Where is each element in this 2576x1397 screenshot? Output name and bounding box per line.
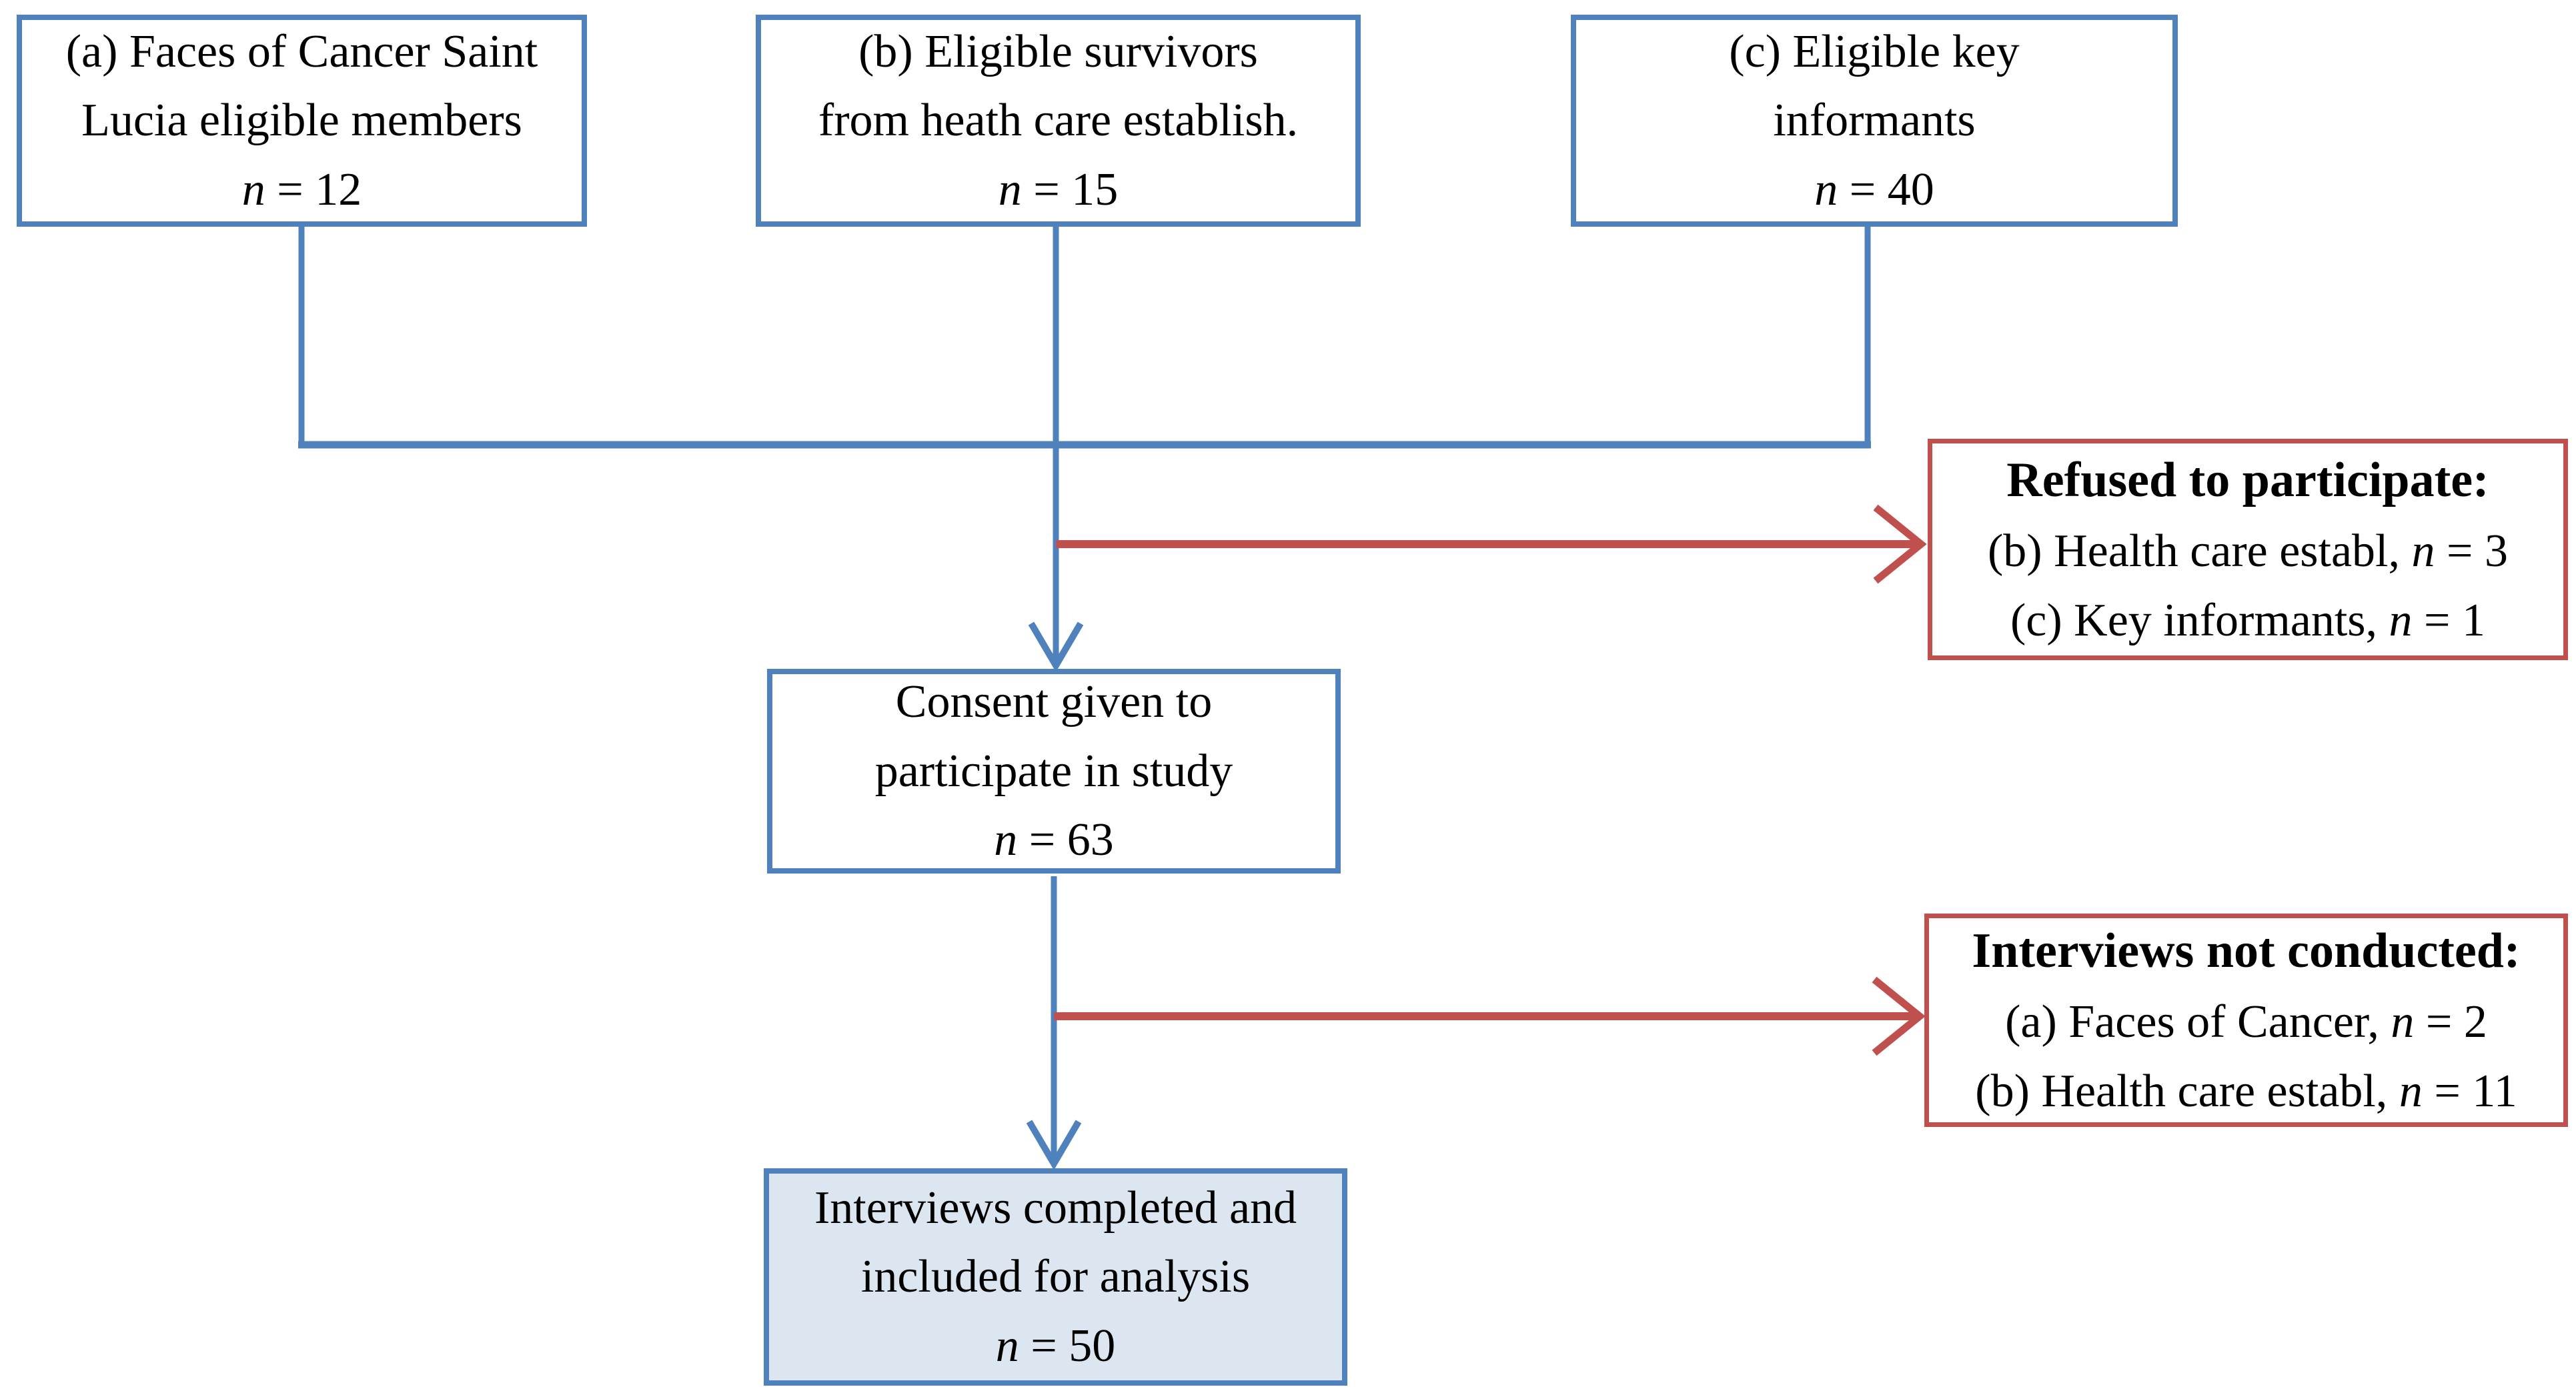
box-eligible-key-informants: (c) Eligible key informants n = 40 [1571, 15, 2178, 227]
box-refused-to-participate: Refused to participate: (b) Health care … [1928, 439, 2568, 660]
box-consent-given: Consent given to participate in study n … [767, 669, 1341, 874]
final-line2: included for analysis [860, 1251, 1251, 1303]
box-c-line1: (c) Eligible key [1729, 25, 2020, 77]
consent-line2: participate in study [874, 745, 1233, 797]
box-eligible-faces-of-cancer: (a) Faces of Cancer Saint Lucia eligible… [17, 15, 587, 227]
not-conducted-line-faces: (a) Faces of Cancer, n = 2 [2005, 996, 2487, 1048]
box-b-line1: (b) Eligible survivors [858, 25, 1258, 77]
box-eligible-survivors: (b) Eligible survivors from heath care e… [756, 15, 1361, 227]
box-interviews-completed: Interviews completed and included for an… [764, 1168, 1347, 1386]
box-c-line2: informants [1773, 95, 1976, 147]
box-b-line2: from heath care establish. [818, 95, 1299, 147]
refused-title: Refused to participate: [2006, 452, 2489, 507]
consent-line1: Consent given to [895, 676, 1213, 728]
not-conducted-line-health-care: (b) Health care establ, n = 11 [1975, 1065, 2517, 1117]
arrow-down-to-consent-icon [1028, 621, 1084, 672]
box-c-count: n = 40 [1814, 163, 1934, 215]
final-line1: Interviews completed and [814, 1182, 1297, 1234]
box-a-count: n = 12 [241, 163, 362, 215]
not-conducted-title: Interviews not conducted: [1972, 923, 2521, 978]
arrow-right-to-refused-icon [1056, 504, 1927, 584]
final-count: n = 50 [995, 1320, 1116, 1372]
box-a-line1: (a) Faces of Cancer Saint [65, 25, 538, 77]
refused-line-health-care: (b) Health care establ, n = 3 [1988, 525, 2508, 577]
consent-count: n = 63 [994, 814, 1114, 866]
refused-line-key-informants: (c) Key informants, n = 1 [2010, 594, 2486, 646]
box-a-line2: Lucia eligible members [81, 95, 522, 147]
box-b-count: n = 15 [998, 163, 1119, 215]
box-interviews-not-conducted: Interviews not conducted: (a) Faces of C… [1924, 914, 2568, 1127]
arrow-right-to-not-conducted-icon [1054, 976, 1926, 1056]
